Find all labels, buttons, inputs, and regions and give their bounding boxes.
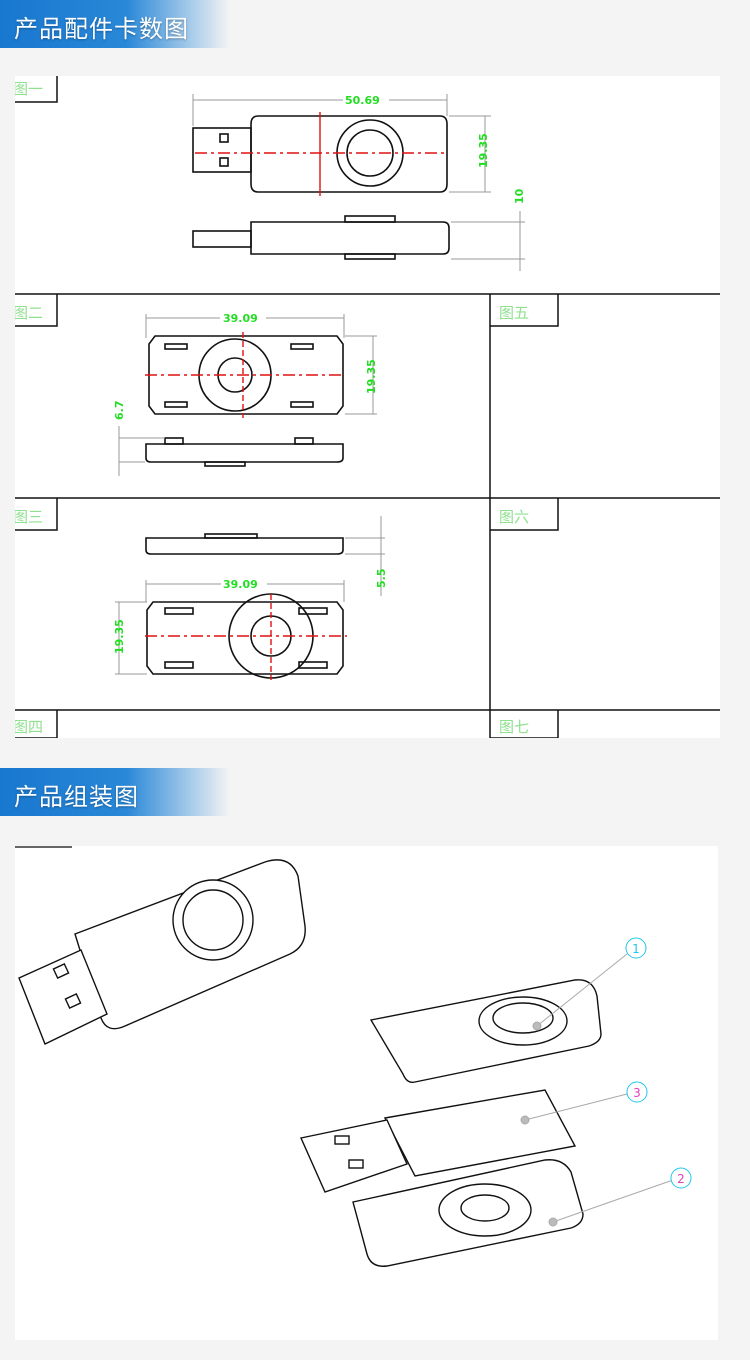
fig3-top-case bbox=[145, 533, 344, 679]
fig-label-3: 图三 bbox=[15, 508, 43, 526]
section-header-accessory-dimensions: 产品配件卡数图 bbox=[0, 0, 230, 48]
fig-label-5: 图五 bbox=[499, 304, 529, 322]
section-title: 产品配件卡数图 bbox=[14, 15, 189, 43]
fig1-length-dim: 50.69 bbox=[345, 94, 380, 107]
fig-label-1: 图一 bbox=[15, 80, 43, 98]
fig2-height-dim: 6.7 bbox=[113, 401, 126, 421]
fig3-width-dim: 19.35 bbox=[113, 619, 126, 654]
fig-label-2: 图二 bbox=[15, 304, 43, 322]
section-title: 产品组装图 bbox=[14, 783, 139, 811]
fig1-width-dim: 19.35 bbox=[477, 133, 490, 168]
callouts: 1 3 2 bbox=[625, 937, 692, 1189]
top-cover-part-1 bbox=[369, 979, 602, 1084]
callout-1: 1 bbox=[632, 942, 640, 956]
fig1-height-dim: 10 bbox=[513, 188, 526, 204]
fig1-usb-drive bbox=[192, 115, 450, 260]
callout-2: 2 bbox=[677, 1172, 685, 1186]
figure-labels: 图一 图二 图三 图四 图五 图六 图七 bbox=[13, 80, 529, 736]
assembled-usb-drive bbox=[18, 859, 306, 1045]
section-header-assembly: 产品组装图 bbox=[0, 768, 230, 816]
fig3-height-dim: 5.5 bbox=[375, 569, 388, 589]
fig3-length-dim: 39.09 bbox=[223, 578, 258, 591]
fig2-width-dim: 19.35 bbox=[365, 359, 378, 394]
fig2-length-dim: 39.09 bbox=[223, 312, 258, 325]
dimension-drawing-sheet: 图一 图二 图三 图四 图五 图六 图七 50.69 19.35 10 bbox=[13, 76, 720, 739]
callout-3: 3 bbox=[633, 1086, 641, 1100]
fig-label-7: 图七 bbox=[499, 718, 529, 736]
fig-label-4: 图四 bbox=[15, 718, 43, 736]
assembly-illustration: 1 3 2 bbox=[15, 846, 692, 1267]
assembly-drawing: 1 3 2 bbox=[15, 846, 718, 1340]
pcb-part-3 bbox=[300, 1089, 577, 1193]
bottom-case-part-2 bbox=[352, 1159, 584, 1267]
fig-label-6: 图六 bbox=[499, 508, 529, 526]
fig2-bottom-case bbox=[145, 335, 344, 467]
technical-drawings: 图一 图二 图三 图四 图五 图六 图七 50.69 19.35 10 bbox=[13, 76, 720, 739]
